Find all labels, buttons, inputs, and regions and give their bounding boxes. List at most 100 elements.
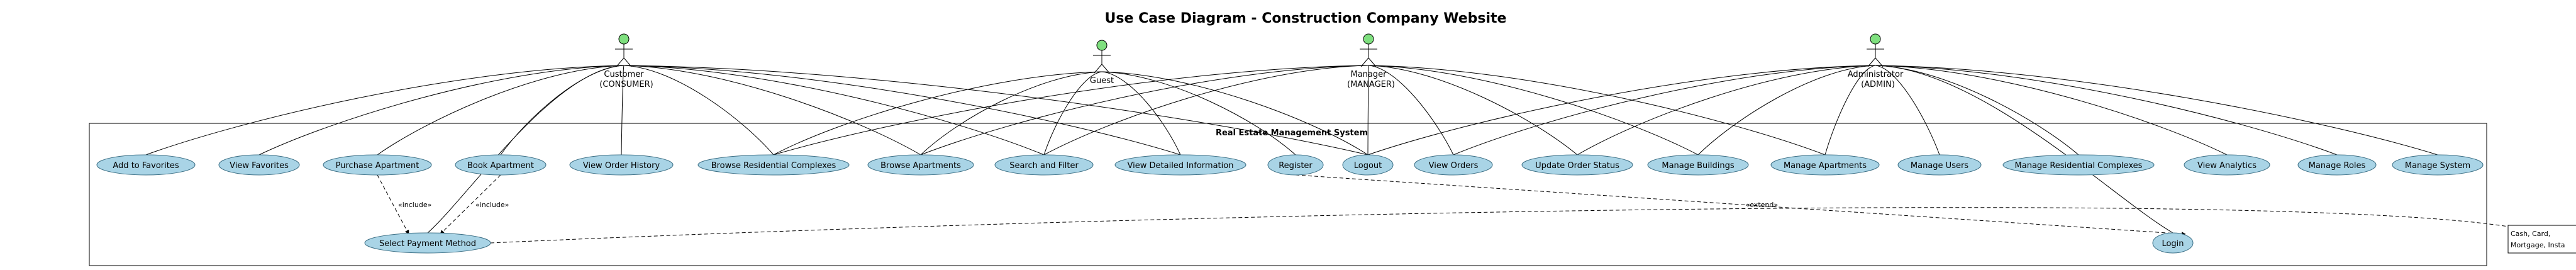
relation-line bbox=[440, 174, 501, 235]
payment-note: Cash, Card, Mortgage, Insta bbox=[2507, 225, 2576, 254]
association-line bbox=[1453, 65, 1876, 155]
use-case-label: Select Payment Method bbox=[379, 239, 476, 249]
use-case-ellipse bbox=[364, 232, 491, 254]
relation-label: «extend» bbox=[1746, 201, 1779, 209]
use-case-details[interactable]: View Detailed Information bbox=[1114, 154, 1246, 176]
use-case-manage-apt[interactable]: Manage Apartments bbox=[1770, 154, 1880, 176]
use-case-label: View Analytics bbox=[2197, 161, 2257, 171]
use-case-label: Browse Residential Complexes bbox=[711, 161, 836, 171]
actor-label: Customer bbox=[604, 70, 644, 79]
use-case-label: Manage Apartments bbox=[1784, 161, 1867, 171]
use-case-view-orders[interactable]: View Orders bbox=[1414, 154, 1493, 176]
use-case-ellipse bbox=[96, 154, 196, 176]
use-case-label: View Orders bbox=[1429, 161, 1479, 171]
relation-label: «include» bbox=[475, 201, 509, 209]
association-line bbox=[1875, 65, 2338, 155]
use-case-search[interactable]: Search and Filter bbox=[994, 154, 1094, 176]
actor-head-icon bbox=[618, 33, 630, 45]
use-case-ellipse bbox=[2392, 154, 2484, 176]
relation-label: «include» bbox=[398, 201, 431, 209]
use-case-book[interactable]: Book Apartment bbox=[455, 154, 547, 176]
use-case-order-hist[interactable]: View Order History bbox=[569, 154, 674, 176]
association-line bbox=[920, 65, 1369, 155]
actors-layer: Customer(CONSUMER)GuestManager(MANAGER)A… bbox=[599, 33, 1904, 89]
use-case-browse-rc[interactable]: Browse Residential Complexes bbox=[697, 154, 850, 176]
use-case-update-status[interactable]: Update Order Status bbox=[1521, 154, 1633, 176]
use-case-roles[interactable]: Manage Roles bbox=[2297, 154, 2377, 176]
actor-label: Guest bbox=[1090, 76, 1114, 86]
use-case-label: Update Order Status bbox=[1535, 161, 1619, 171]
use-case-label: Logout bbox=[1354, 161, 1382, 171]
association-line bbox=[1875, 65, 2174, 233]
use-case-system[interactable]: Manage System bbox=[2392, 154, 2484, 176]
use-case-label: View Order History bbox=[583, 161, 660, 171]
actor-guest: Guest bbox=[1090, 40, 1114, 86]
association-line bbox=[145, 65, 625, 155]
use-case-manage-rc[interactable]: Manage Residential Complexes bbox=[2002, 154, 2155, 176]
association-line bbox=[1875, 65, 2228, 155]
association-line bbox=[1101, 71, 1296, 155]
use-case-ellipse bbox=[2002, 154, 2155, 176]
use-case-login[interactable]: Login bbox=[2152, 232, 2194, 254]
association-line bbox=[1043, 71, 1102, 155]
association-line bbox=[1368, 65, 1699, 155]
use-case-ellipse bbox=[2184, 154, 2270, 176]
association-line bbox=[1368, 65, 1578, 155]
use-case-add-fav[interactable]: Add to Favorites bbox=[96, 154, 196, 176]
use-case-ellipse bbox=[323, 154, 432, 176]
association-line bbox=[1043, 65, 1369, 155]
actor-label: Manager bbox=[1351, 70, 1387, 79]
use-case-label: Book Apartment bbox=[467, 161, 534, 171]
actor-body-icon bbox=[1093, 50, 1111, 74]
use-cases-layer: Add to Favorites View Favorites Purchase A… bbox=[96, 154, 2484, 254]
association-line bbox=[1101, 71, 1368, 155]
use-case-logout[interactable]: Logout bbox=[1342, 154, 1394, 176]
use-case-ellipse bbox=[2152, 232, 2194, 254]
actor-head-icon bbox=[1870, 33, 1881, 45]
actor-body-icon bbox=[615, 44, 633, 67]
use-case-label: Purchase Apartment bbox=[336, 161, 419, 171]
actor-customer: Customer(CONSUMER) bbox=[599, 33, 653, 89]
use-case-ellipse bbox=[1897, 154, 1982, 176]
association-line bbox=[623, 65, 1368, 155]
use-case-payment[interactable]: Select Payment Method bbox=[364, 232, 491, 254]
relation-line bbox=[377, 174, 409, 235]
use-case-analytics[interactable]: View Analytics bbox=[2184, 154, 2270, 176]
use-case-browse-apt[interactable]: Browse Apartments bbox=[867, 154, 974, 176]
use-case-purchase[interactable]: Purchase Apartment bbox=[323, 154, 432, 176]
use-case-ellipse bbox=[455, 154, 547, 176]
note-box bbox=[2507, 225, 2576, 254]
system-boundary bbox=[89, 123, 2487, 266]
note-line-1: Cash, Card, bbox=[2511, 230, 2550, 238]
actor-admin: Administrator(ADMIN) bbox=[1848, 33, 1904, 89]
association-line bbox=[1824, 65, 1876, 155]
use-case-ellipse bbox=[1521, 154, 1633, 176]
use-case-manage-users[interactable]: Manage Users bbox=[1897, 154, 1982, 176]
use-case-label: Browse Apartments bbox=[880, 161, 961, 171]
use-case-label: View Detailed Information bbox=[1128, 161, 1234, 171]
association-line bbox=[427, 65, 625, 233]
use-case-manage-bld[interactable]: Manage Buildings bbox=[1647, 154, 1749, 176]
association-line bbox=[1367, 65, 1876, 155]
association-line bbox=[773, 71, 1102, 155]
use-case-view-fav[interactable]: View Favorites bbox=[218, 154, 300, 176]
use-case-label: Manage Residential Complexes bbox=[2015, 161, 2143, 171]
use-case-ellipse bbox=[1267, 154, 1324, 176]
association-line bbox=[1697, 65, 1876, 155]
actor-body-icon bbox=[1867, 44, 1884, 67]
use-case-label: Search and Filter bbox=[1009, 161, 1079, 171]
connections-layer: «include» «include» «extend» bbox=[145, 65, 2509, 244]
use-case-ellipse bbox=[1414, 154, 1493, 176]
use-case-ellipse bbox=[994, 154, 1094, 176]
association-line bbox=[1875, 65, 2079, 155]
relation-line bbox=[1295, 174, 2186, 237]
association-line bbox=[623, 65, 774, 155]
note-line-2: Mortgage, Insta bbox=[2511, 241, 2565, 249]
actor-head-icon bbox=[1096, 40, 1108, 51]
use-case-ellipse bbox=[1647, 154, 1749, 176]
association-line bbox=[920, 71, 1102, 155]
use-case-register[interactable]: Register bbox=[1267, 154, 1324, 176]
association-line bbox=[1101, 71, 1181, 155]
association-line bbox=[1368, 65, 1454, 155]
actor-body-icon bbox=[1360, 44, 1377, 67]
